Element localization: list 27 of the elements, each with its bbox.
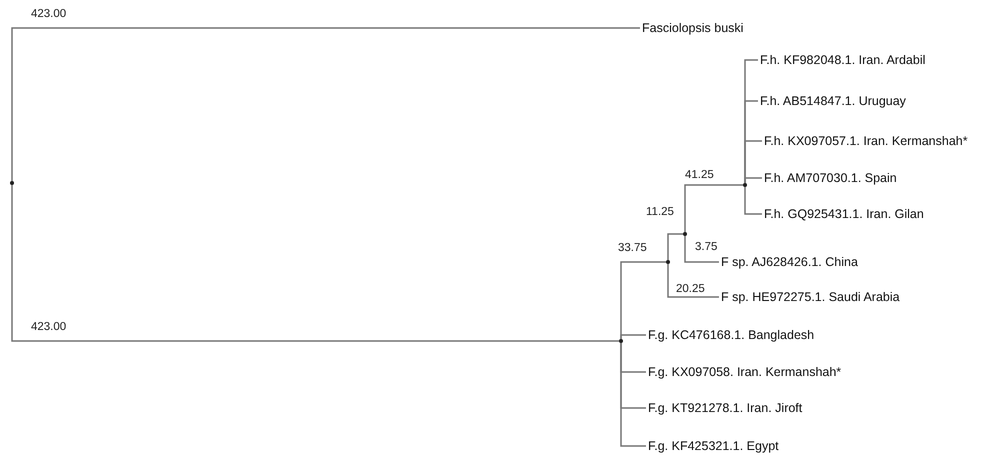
tree-branch: [744, 177, 762, 183]
taxon-label: F.h. GQ925431.1. Iran. Gilan: [764, 206, 924, 222]
tree-branch: [620, 343, 646, 447]
branch-node-dot: [683, 232, 687, 236]
taxon-label: F.h. KF982048.1. Iran. Ardabil: [760, 52, 926, 68]
tree-branch: [11, 27, 640, 181]
tree-branch: [684, 184, 743, 232]
branch-node-dot: [619, 339, 623, 343]
tree-branch: [744, 187, 762, 215]
branch-node-dot: [743, 183, 747, 187]
taxon-label: F.g. KT921278.1. Iran. Jiroft: [648, 400, 802, 416]
tree-branch: [11, 185, 619, 342]
taxon-label: F.g. KX097058. Iran. Kermanshah*: [648, 364, 842, 380]
taxon-label: F.h. AB514847.1. Uruguay: [760, 93, 906, 109]
taxon-label: F sp. AJ628426.1. China: [721, 254, 858, 270]
tree-branch: [620, 334, 646, 339]
taxon-label: F.h. AM707030.1. Spain: [764, 170, 897, 186]
taxon-label: F sp. HE972275.1. Saudi Arabia: [721, 289, 900, 305]
taxon-label: F.h. KX097057.1. Iran. Kermanshah*: [764, 133, 968, 149]
tree-branch: [684, 236, 719, 263]
branch-node-dot: [10, 181, 14, 185]
taxon-label: Fasciolopsis buski: [642, 20, 744, 36]
taxon-label: F.g. KC476168.1. Bangladesh: [648, 327, 814, 343]
tree-branch: [667, 233, 683, 260]
branch-node-dot: [666, 260, 670, 264]
taxon-label: F.g. KF425321.1. Egypt: [648, 438, 779, 454]
tree-branch: [667, 264, 719, 298]
